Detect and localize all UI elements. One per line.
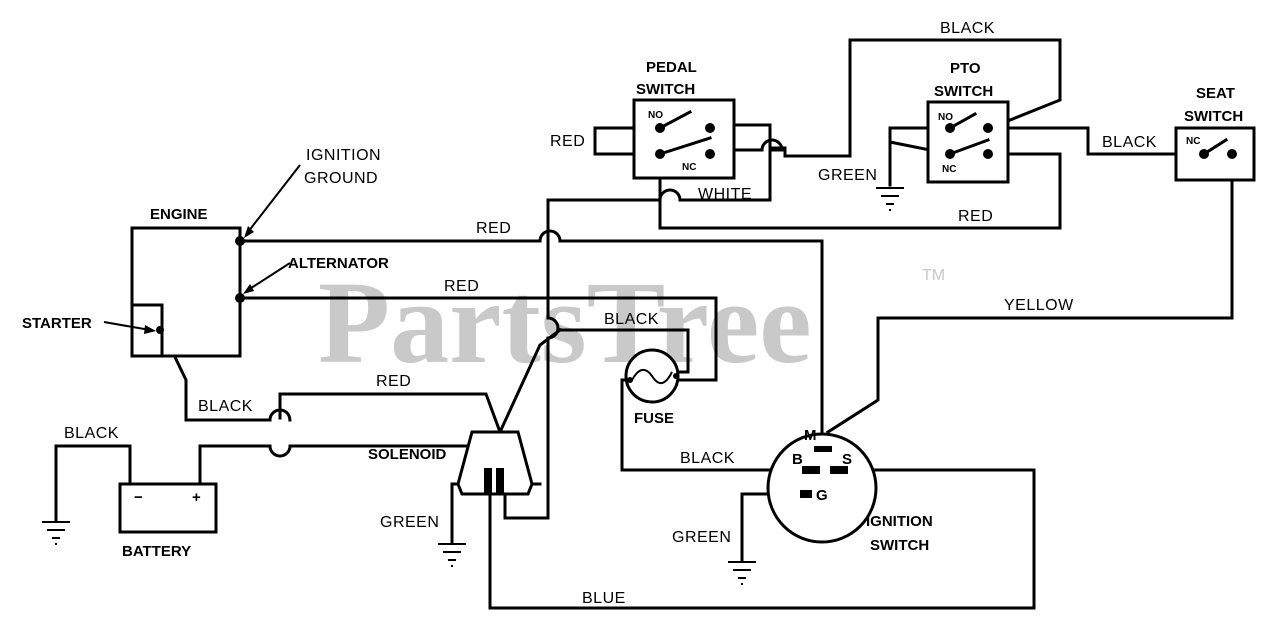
pedal-nc-label: NC <box>682 162 696 173</box>
seat-switch-label-1: SEAT <box>1196 85 1235 102</box>
wire-red-solenoid <box>278 392 502 434</box>
battery-label: BATTERY <box>122 543 191 560</box>
watermark-trademark: TM <box>922 267 945 284</box>
pedal-switch <box>632 98 736 180</box>
ignition-s-label: S <box>842 451 852 468</box>
wire-label-black-battery: BLACK <box>64 425 119 442</box>
wire-red-pedal <box>593 126 662 156</box>
wire-black-fuse-to-solenoid <box>498 327 563 434</box>
wire-label-black-fuse: BLACK <box>604 311 659 328</box>
terminal-s <box>830 466 848 474</box>
wire-black-seat <box>1008 126 1182 156</box>
wire-black-b <box>620 378 822 472</box>
wire-black-starter <box>159 327 292 422</box>
pto-switch <box>926 100 1010 184</box>
alternator-label: ALTERNATOR <box>288 255 389 272</box>
wire-label-green-solenoid: GREEN <box>380 514 439 531</box>
wire-black-top <box>708 38 1062 158</box>
terminal-m <box>814 446 832 452</box>
battery <box>118 482 218 534</box>
battery-minus-label: − <box>134 489 143 506</box>
ignition-ground-terminal <box>235 236 245 246</box>
pedal-switch-label-1: PEDAL <box>646 59 697 76</box>
pedal-no-label: NO <box>648 110 663 121</box>
fuse-label: FUSE <box>634 410 674 427</box>
wire-label-green-pto: GREEN <box>818 167 877 184</box>
wire-label-red-pedal: RED <box>550 133 585 150</box>
ground-symbol-pto <box>876 187 904 211</box>
pto-nc-label: NC <box>942 164 956 175</box>
wire-label-blue: BLUE <box>582 590 626 607</box>
ignition-switch <box>766 432 878 544</box>
ignition-ground-label-2: GROUND <box>304 170 378 187</box>
engine <box>103 164 301 358</box>
starter-terminal <box>156 326 164 334</box>
engine-label: ENGINE <box>150 206 208 223</box>
wire-black-fuse <box>558 328 690 374</box>
ignition-b-label: B <box>792 451 803 468</box>
ground-symbol-solenoid <box>438 543 466 567</box>
terminal-g <box>800 490 812 498</box>
wire-label-red-alt-top: RED <box>476 220 511 237</box>
seat-switch-label-2: SWITCH <box>1184 108 1243 125</box>
ignition-m-label: M <box>804 427 817 444</box>
starter-label: STARTER <box>22 315 92 332</box>
wire-yellow <box>825 152 1234 435</box>
wire-label-black-top: BLACK <box>940 20 995 37</box>
battery-plus-label: + <box>192 489 201 506</box>
wire-label-green-g: GREEN <box>672 529 731 546</box>
seat-switch <box>1174 126 1256 182</box>
wire-label-white: WHITE <box>698 186 752 203</box>
pto-switch-label-1: PTO <box>950 60 981 77</box>
wire-label-red-pto: RED <box>958 208 993 225</box>
pto-switch-label-2: SWITCH <box>934 83 993 100</box>
ignition-ground-label-1: IGNITION <box>306 147 381 164</box>
wire-white <box>546 138 784 232</box>
wire-battery-plus <box>198 430 488 486</box>
ground-symbol-ignition <box>728 561 756 585</box>
ignition-switch-label-1: IGNITION <box>866 513 933 530</box>
fuse <box>624 348 680 404</box>
wires <box>54 38 1234 610</box>
ignition-switch-label-2: SWITCH <box>870 537 929 554</box>
wire-green-pto <box>888 126 952 156</box>
pedal-switch-label-2: SWITCH <box>636 81 695 98</box>
wire-red-alt <box>238 296 718 382</box>
wire-red-pto <box>658 152 1062 230</box>
watermark-text: PartsTree <box>318 257 812 388</box>
wire-label-black-b: BLACK <box>680 450 735 467</box>
terminal-b <box>802 466 820 474</box>
wire-label-black-starter: BLACK <box>198 398 253 415</box>
wire-label-red-solenoid: RED <box>376 373 411 390</box>
wire-label-red-alt: RED <box>444 278 479 295</box>
wire-blue <box>488 468 1036 610</box>
ignition-g-label: G <box>816 487 828 504</box>
seat-nc-label: NC <box>1186 136 1200 147</box>
ground-symbol-battery <box>42 521 70 545</box>
solenoid <box>456 430 534 496</box>
alternator-terminal <box>235 293 245 303</box>
pto-no-label: NO <box>938 112 953 123</box>
wire-black-battery <box>54 444 132 522</box>
solenoid-label: SOLENOID <box>368 446 447 463</box>
wire-label-yellow: YELLOW <box>1004 297 1074 314</box>
wire-red-alt-top <box>238 229 824 434</box>
wire-label-black-seat: BLACK <box>1102 134 1157 151</box>
